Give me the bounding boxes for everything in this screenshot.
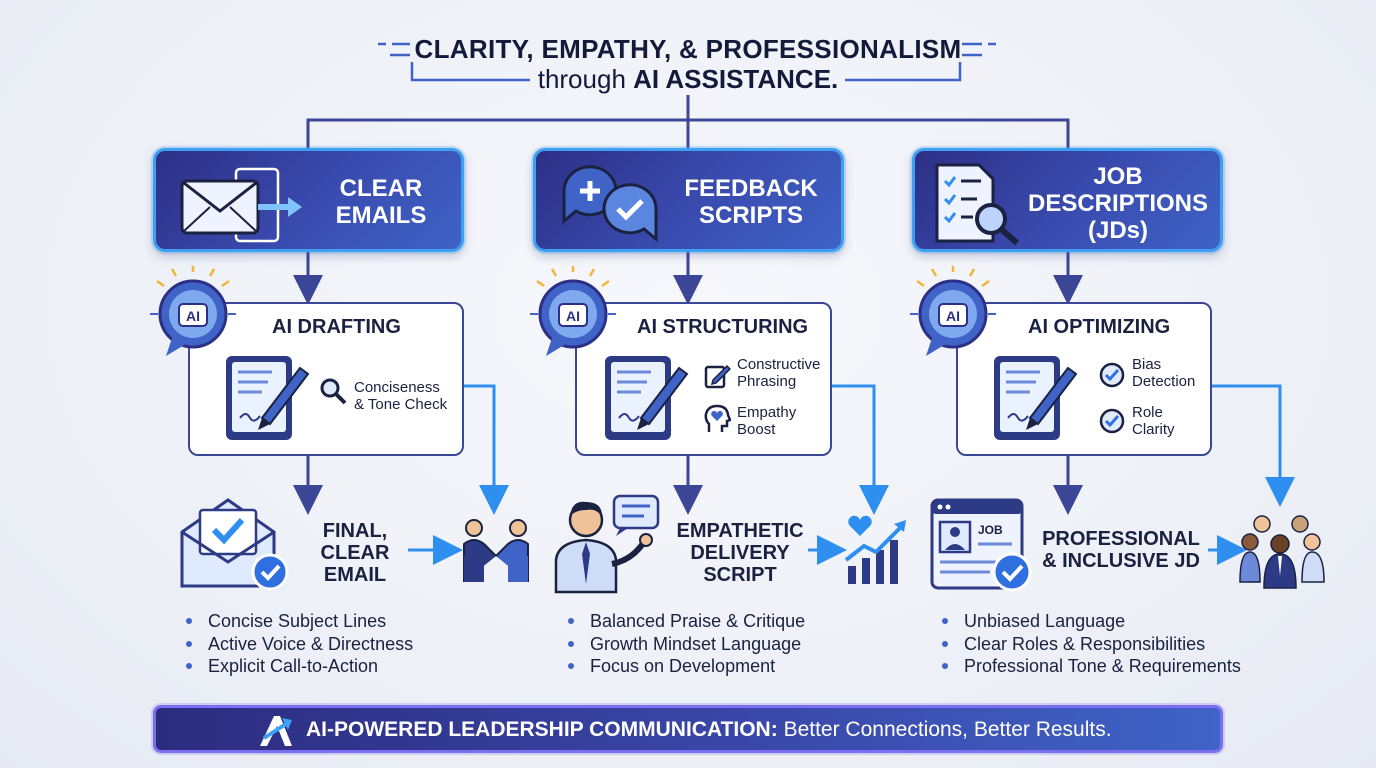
presenter-speech-icon	[554, 494, 660, 594]
heading-feedback-scripts: FEEDBACK SCRIPTS	[666, 175, 836, 229]
heading-line: EMAILS	[335, 202, 427, 229]
title-line-1: CLARITY, EMPATHY, & PROFESSIONALISM	[414, 34, 962, 64]
output-line: PROFESSIONAL	[1042, 528, 1200, 550]
ai-structuring-label: AI STRUCTURING	[637, 316, 809, 338]
output-line: SCRIPT	[703, 564, 777, 586]
diverse-team-icon	[1239, 515, 1325, 589]
growth-chart-heart-icon	[844, 515, 906, 584]
ai-optimizing-box: AI OPTIMIZING Bias Detection Role Clarit…	[956, 302, 1212, 456]
check-circle-icon	[1099, 408, 1125, 434]
title-line-2: through AI ASSISTANCE.	[0, 64, 1376, 95]
ai-optimizing-label: AI OPTIMIZING	[1028, 316, 1171, 338]
ai-badge-text: AI	[946, 308, 960, 324]
ai-badge-text: AI	[186, 308, 200, 324]
checklist-magnifier-icon	[935, 163, 1019, 246]
bullet-item: Professional Tone & Requirements	[938, 655, 1241, 678]
title-line-2-prefix: through	[537, 64, 634, 94]
check-conciseness-tone: Conciseness & Tone Check	[354, 379, 447, 413]
output-professional-inclusive-jd: PROFESSIONAL & INCLUSIVE JD	[1040, 528, 1202, 572]
output-line: DELIVERY	[690, 542, 790, 564]
heading-line: DESCRIPTIONS	[1027, 190, 1209, 217]
output-final-clear-email: FINAL, CLEAR EMAIL	[300, 520, 410, 586]
job-document-check-icon: JOB	[930, 498, 1032, 592]
envelope-check-icon	[180, 498, 289, 591]
heading-clear-emails: CLEAR EMAILS	[306, 175, 456, 229]
job-label: JOB	[978, 523, 1003, 537]
heading-line: FEEDBACK	[684, 175, 818, 202]
heading-line: SCRIPTS	[698, 202, 803, 229]
ai-drafting-label: AI DRAFTING	[272, 316, 401, 338]
bullet-item: Focus on Development	[564, 655, 805, 678]
ai-badge-text: AI	[566, 308, 580, 324]
output-line: FINAL,	[322, 520, 388, 542]
heading-job-descriptions: JOB DESCRIPTIONS (JDs)	[1019, 163, 1217, 244]
check-circle-icon	[1099, 362, 1125, 388]
check-line: Boost	[737, 421, 776, 438]
email-arrow-icon	[180, 167, 302, 243]
chat-bubbles-icon	[562, 165, 658, 243]
ai-brain-badge-icon: AI	[910, 266, 996, 356]
bullet-item: Active Voice & Directness	[182, 633, 413, 656]
footer-text: AI-POWERED LEADERSHIP COMMUNICATION: Bet…	[306, 718, 1112, 742]
check-role-clarity: Role Clarity	[1132, 404, 1175, 438]
edit-icon	[704, 364, 731, 389]
output-line: EMAIL	[323, 564, 387, 586]
check-line: Clarity	[1132, 421, 1175, 438]
magnifier-icon	[320, 378, 347, 405]
output-empathetic-delivery-script: EMPATHETIC DELIVERY SCRIPT	[672, 520, 808, 586]
check-line: Bias	[1132, 356, 1162, 373]
heading-line: CLEAR	[339, 175, 423, 202]
heart-head-icon	[704, 404, 731, 432]
bullet-list-jd: Unbiased Language Clear Roles & Responsi…	[938, 610, 1241, 678]
footer-banner: AI-POWERED LEADERSHIP COMMUNICATION: Bet…	[153, 705, 1223, 753]
check-line: Role	[1132, 404, 1163, 421]
heading-line: JOB	[1093, 163, 1143, 190]
heading-line: (JDs)	[1087, 217, 1148, 244]
output-line: EMPATHETIC	[676, 520, 804, 542]
ai-drafting-box: AI DRAFTING Conciseness & Tone Check	[188, 302, 464, 456]
heading-card-clear-emails: CLEAR EMAILS	[153, 148, 464, 252]
ai-brain-badge-icon: AI	[150, 266, 236, 356]
bullet-item: Explicit Call-to-Action	[182, 655, 413, 678]
handshake-people-icon	[463, 519, 529, 582]
output-line: CLEAR	[320, 542, 390, 564]
bullet-item: Balanced Praise & Critique	[564, 610, 805, 633]
output-line: & INCLUSIVE JD	[1042, 550, 1200, 572]
check-line: Conciseness	[354, 379, 440, 396]
heading-card-job-descriptions: JOB DESCRIPTIONS (JDs)	[912, 148, 1223, 252]
bullet-item: Unbiased Language	[938, 610, 1241, 633]
check-line: Empathy	[737, 404, 797, 421]
bullet-item: Clear Roles & Responsibilities	[938, 633, 1241, 656]
tablet-pen-icon	[994, 356, 1078, 440]
tablet-pen-icon	[226, 356, 310, 440]
footer-bold: AI-POWERED LEADERSHIP COMMUNICATION:	[306, 718, 778, 741]
bullet-list-emails: Concise Subject Lines Active Voice & Dir…	[182, 610, 413, 678]
check-line: Phrasing	[737, 373, 797, 390]
title-line-2-bold: AI ASSISTANCE.	[633, 64, 839, 94]
check-line: Constructive	[737, 356, 821, 373]
tablet-pen-icon	[605, 356, 689, 440]
heading-card-feedback-scripts: FEEDBACK SCRIPTS	[533, 148, 844, 252]
ai-brain-badge-icon: AI	[530, 266, 616, 356]
check-constructive-phrasing: Constructive Phrasing	[737, 356, 820, 390]
bullet-item: Concise Subject Lines	[182, 610, 413, 633]
bullet-list-feedback: Balanced Praise & Critique Growth Mindse…	[564, 610, 805, 678]
check-empathy-boost: Empathy Boost	[737, 404, 796, 438]
footer-rest: Better Connections, Better Results.	[777, 718, 1112, 741]
check-line: Detection	[1132, 373, 1196, 390]
check-line: & Tone Check	[354, 396, 448, 413]
ai-structuring-box: AI STRUCTURING Constructive Phrasing Emp…	[575, 302, 832, 456]
logo-arrow-icon	[260, 716, 292, 746]
check-bias-detection: Bias Detection	[1132, 356, 1195, 390]
bullet-item: Growth Mindset Language	[564, 633, 805, 656]
